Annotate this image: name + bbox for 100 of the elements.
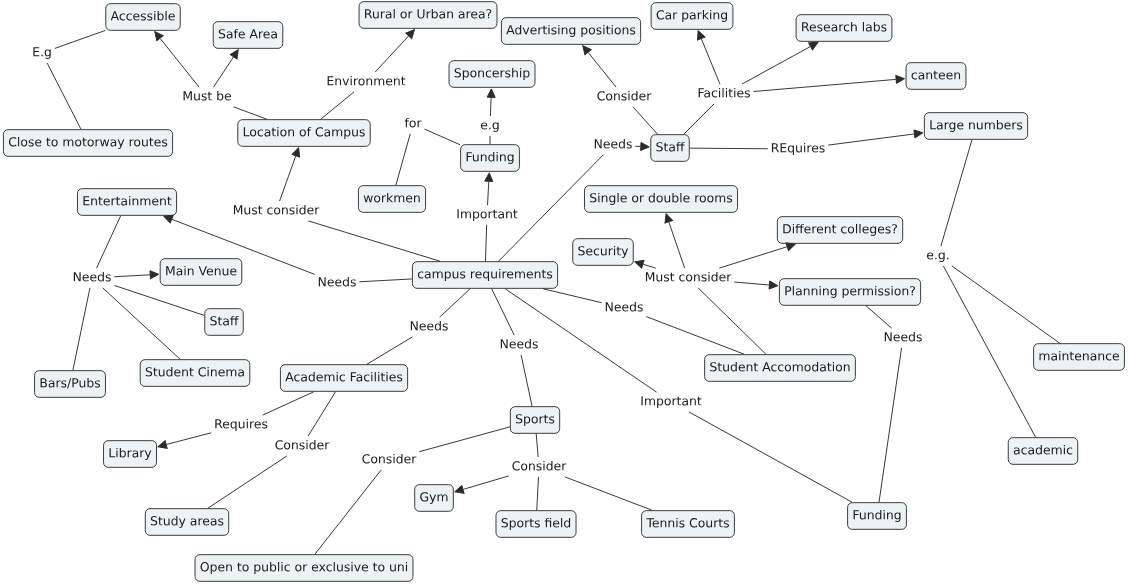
connector-line (320, 91, 355, 120)
connector-line (46, 62, 82, 130)
connector-line (424, 128, 461, 146)
concept-box: Sponcership (448, 60, 536, 88)
connector-line (940, 139, 973, 247)
concept-box: Location of Campus (237, 119, 371, 147)
arrow (113, 270, 160, 280)
concept-box: Large numbers (923, 112, 1029, 140)
connector-line (262, 391, 315, 416)
arrow (634, 141, 650, 151)
linking-phrase: Needs (500, 338, 538, 349)
connector-line (314, 469, 382, 555)
arrow (279, 147, 301, 202)
connector-line (366, 336, 414, 365)
connector-line (207, 455, 288, 509)
connector-line (489, 135, 491, 145)
linking-phrase: for (404, 117, 422, 128)
concept-box: Staff (650, 134, 690, 162)
concept-box: Sports field (495, 510, 577, 538)
arrow (582, 45, 617, 88)
linking-phrase: Needs (410, 320, 448, 331)
connector-line (358, 278, 413, 283)
linking-phrase: Needs (884, 331, 922, 342)
concept-box: Student Cinema (139, 359, 251, 387)
concept-box: Entertainment (77, 188, 177, 216)
linking-phrase: Consider (275, 439, 330, 450)
concept-box: Advertising positions (500, 17, 642, 45)
connector-line (72, 287, 91, 371)
arrow (827, 129, 924, 146)
connector-line (485, 224, 488, 262)
concept-box: Staff (204, 308, 244, 336)
connector-line (498, 154, 604, 262)
concept-box: campus requirements (411, 261, 559, 289)
arrow (697, 30, 721, 85)
connector-line (535, 433, 539, 458)
concept-box: Planning permission? (778, 278, 922, 306)
connector-line (395, 133, 411, 186)
linking-phrase: Important (641, 396, 702, 408)
concept-box: Gym (414, 484, 454, 512)
arrow (753, 74, 905, 92)
concept-box: Funding (460, 144, 520, 172)
concept-box: canteen (905, 62, 967, 90)
connector-line (520, 354, 533, 407)
concept-box: Research labs (795, 14, 893, 42)
linking-phrase: Needs (594, 138, 632, 149)
arrow (634, 259, 657, 269)
concept-box: academic (1007, 437, 1079, 465)
arrow (718, 242, 796, 269)
arrow (484, 172, 494, 206)
concept-box: Academic Facilities (279, 364, 409, 392)
arrow (486, 88, 496, 117)
concept-box: Single or double rooms (584, 185, 738, 213)
concept-box: Close to motorway routes (2, 129, 174, 157)
connector-line (683, 103, 715, 135)
arrow (154, 31, 200, 88)
connector-line (564, 476, 653, 511)
concept-box: Safe Area (212, 21, 284, 49)
connector-line (504, 288, 657, 393)
connector-line (307, 220, 441, 262)
linking-phrase: Must consider (233, 204, 320, 215)
connector-line (418, 426, 511, 453)
concept-box: Funding (847, 502, 907, 530)
concept-box: Tennis Courts (641, 510, 735, 538)
linking-phrase: Important (457, 209, 518, 221)
arrow (454, 475, 510, 494)
linking-phrase: Needs (605, 301, 643, 312)
arrow (374, 29, 415, 73)
concept-box: Main Venue (159, 258, 243, 286)
linking-phrase: Must consider (645, 271, 732, 282)
connector-line (233, 106, 268, 120)
concept-box: Car parking (650, 2, 734, 30)
arrow (733, 280, 779, 290)
linking-phrase: E.g (33, 47, 51, 59)
connector-line (542, 288, 603, 304)
arrow (163, 215, 316, 275)
connector-line (536, 476, 539, 511)
concept-box: Different colleges? (776, 216, 904, 244)
connector-line (865, 305, 893, 329)
linking-phrase: REquires (771, 142, 825, 155)
arrow (741, 41, 819, 85)
linking-phrase: Consider (362, 453, 417, 464)
concept-box: Rural or Urban area? (358, 1, 498, 29)
linking-phrase: e.g. (927, 252, 949, 262)
connector-line (307, 391, 336, 437)
connector-line (113, 285, 205, 316)
connector-line (96, 215, 122, 269)
connector-line (632, 106, 659, 135)
connector-line (942, 265, 1037, 438)
concept-box: Library (103, 440, 157, 468)
concept-box: Student Accomodation (704, 354, 856, 382)
arrow (213, 49, 239, 88)
linking-phrase: Requires (215, 418, 268, 431)
linking-phrase: Needs (318, 276, 356, 287)
connector-line (688, 411, 853, 503)
connector-line (645, 316, 745, 355)
arrow (157, 432, 212, 449)
concept-box: Bars/Pubs (34, 370, 106, 398)
connector-line (102, 287, 181, 360)
concept-box: Sports (509, 406, 561, 434)
linking-phrase: Consider (597, 90, 652, 101)
